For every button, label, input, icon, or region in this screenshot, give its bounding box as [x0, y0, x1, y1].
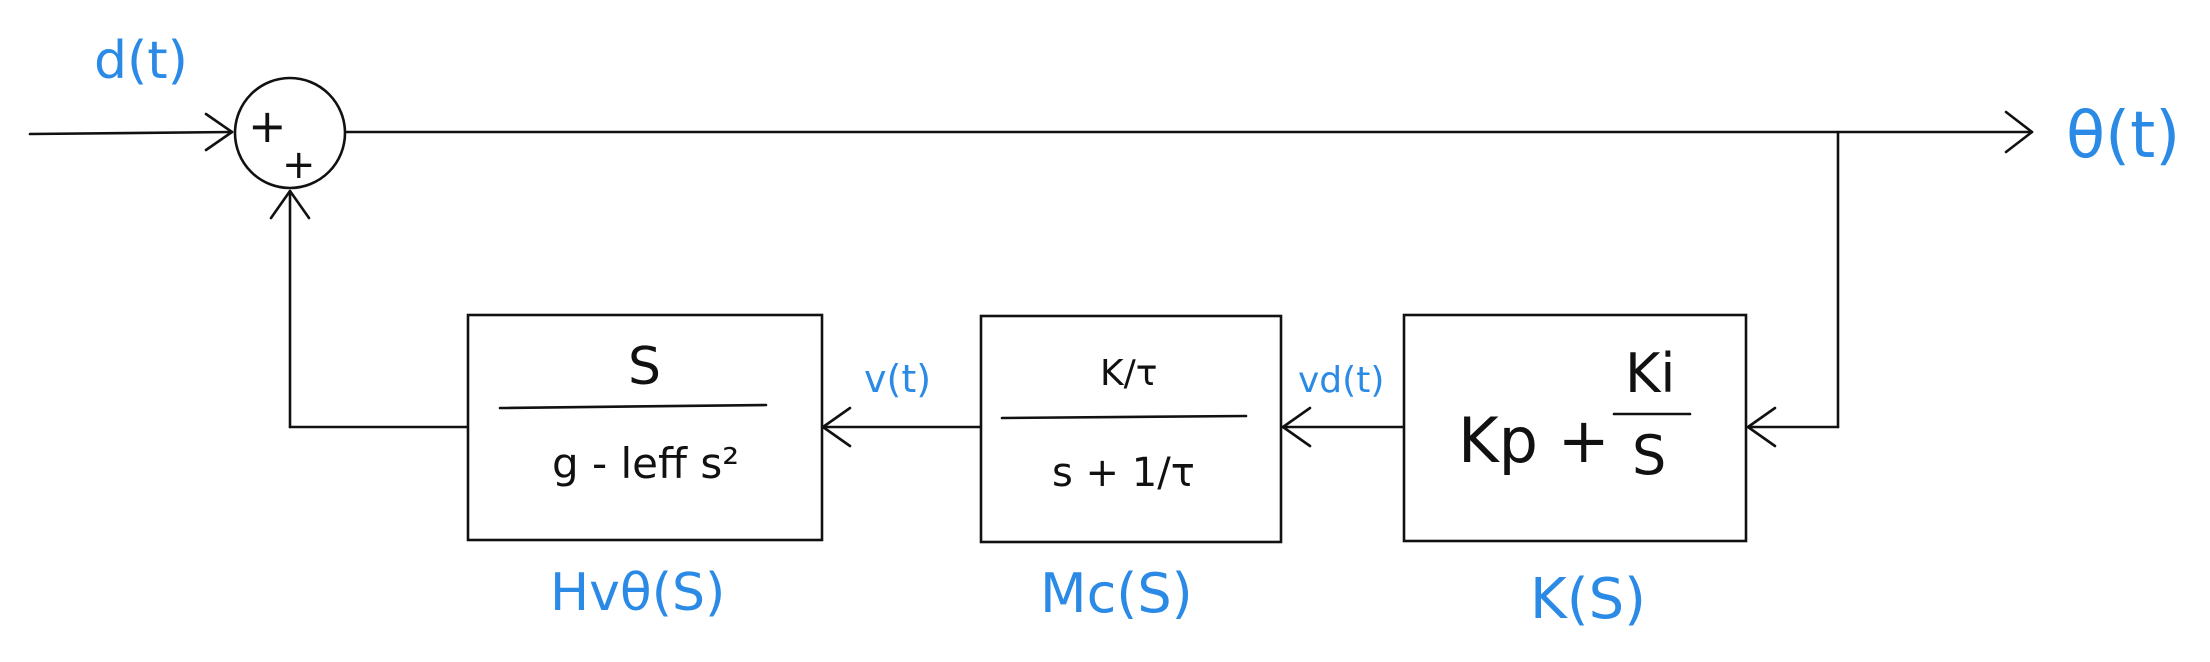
feedback-line-left: [269, 189, 469, 429]
mc-numerator: K/τ: [1100, 353, 1157, 394]
arrow-k-to-mc: [1281, 406, 1405, 448]
signal-desired-velocity: vd(t): [1298, 360, 1384, 401]
k-block: [1402, 313, 1748, 543]
k-integral-denominator: S: [1632, 424, 1666, 487]
h-fraction-bar: [498, 403, 768, 410]
signal-velocity: v(t): [864, 357, 931, 401]
h-denominator: g - leff s²: [552, 439, 739, 488]
summing-sign-left: +: [248, 99, 287, 153]
k-proportional-term: Kp +: [1458, 404, 1610, 477]
h-vtheta-block-label: Hvθ(S): [550, 563, 725, 623]
h-numerator: S: [628, 337, 661, 397]
mc-block-label: Mc(S): [1040, 562, 1193, 625]
signal-disturbance: d(t): [94, 31, 188, 91]
mc-denominator: s + 1/τ: [1052, 450, 1195, 496]
mc-fraction-bar: [1000, 414, 1248, 420]
summing-junction: [233, 76, 347, 190]
summing-sign-bottom: +: [282, 142, 316, 188]
feedback-line-right: [1746, 130, 1840, 448]
k-block-label: K(S): [1530, 567, 1646, 632]
input-arrow: [28, 112, 234, 152]
k-integral-numerator: Ki: [1625, 342, 1675, 405]
signal-output: θ(t): [2066, 99, 2180, 173]
mc-block: [979, 314, 1283, 544]
arrow-mc-to-h: [821, 406, 982, 448]
output-arrow: [345, 110, 2034, 154]
